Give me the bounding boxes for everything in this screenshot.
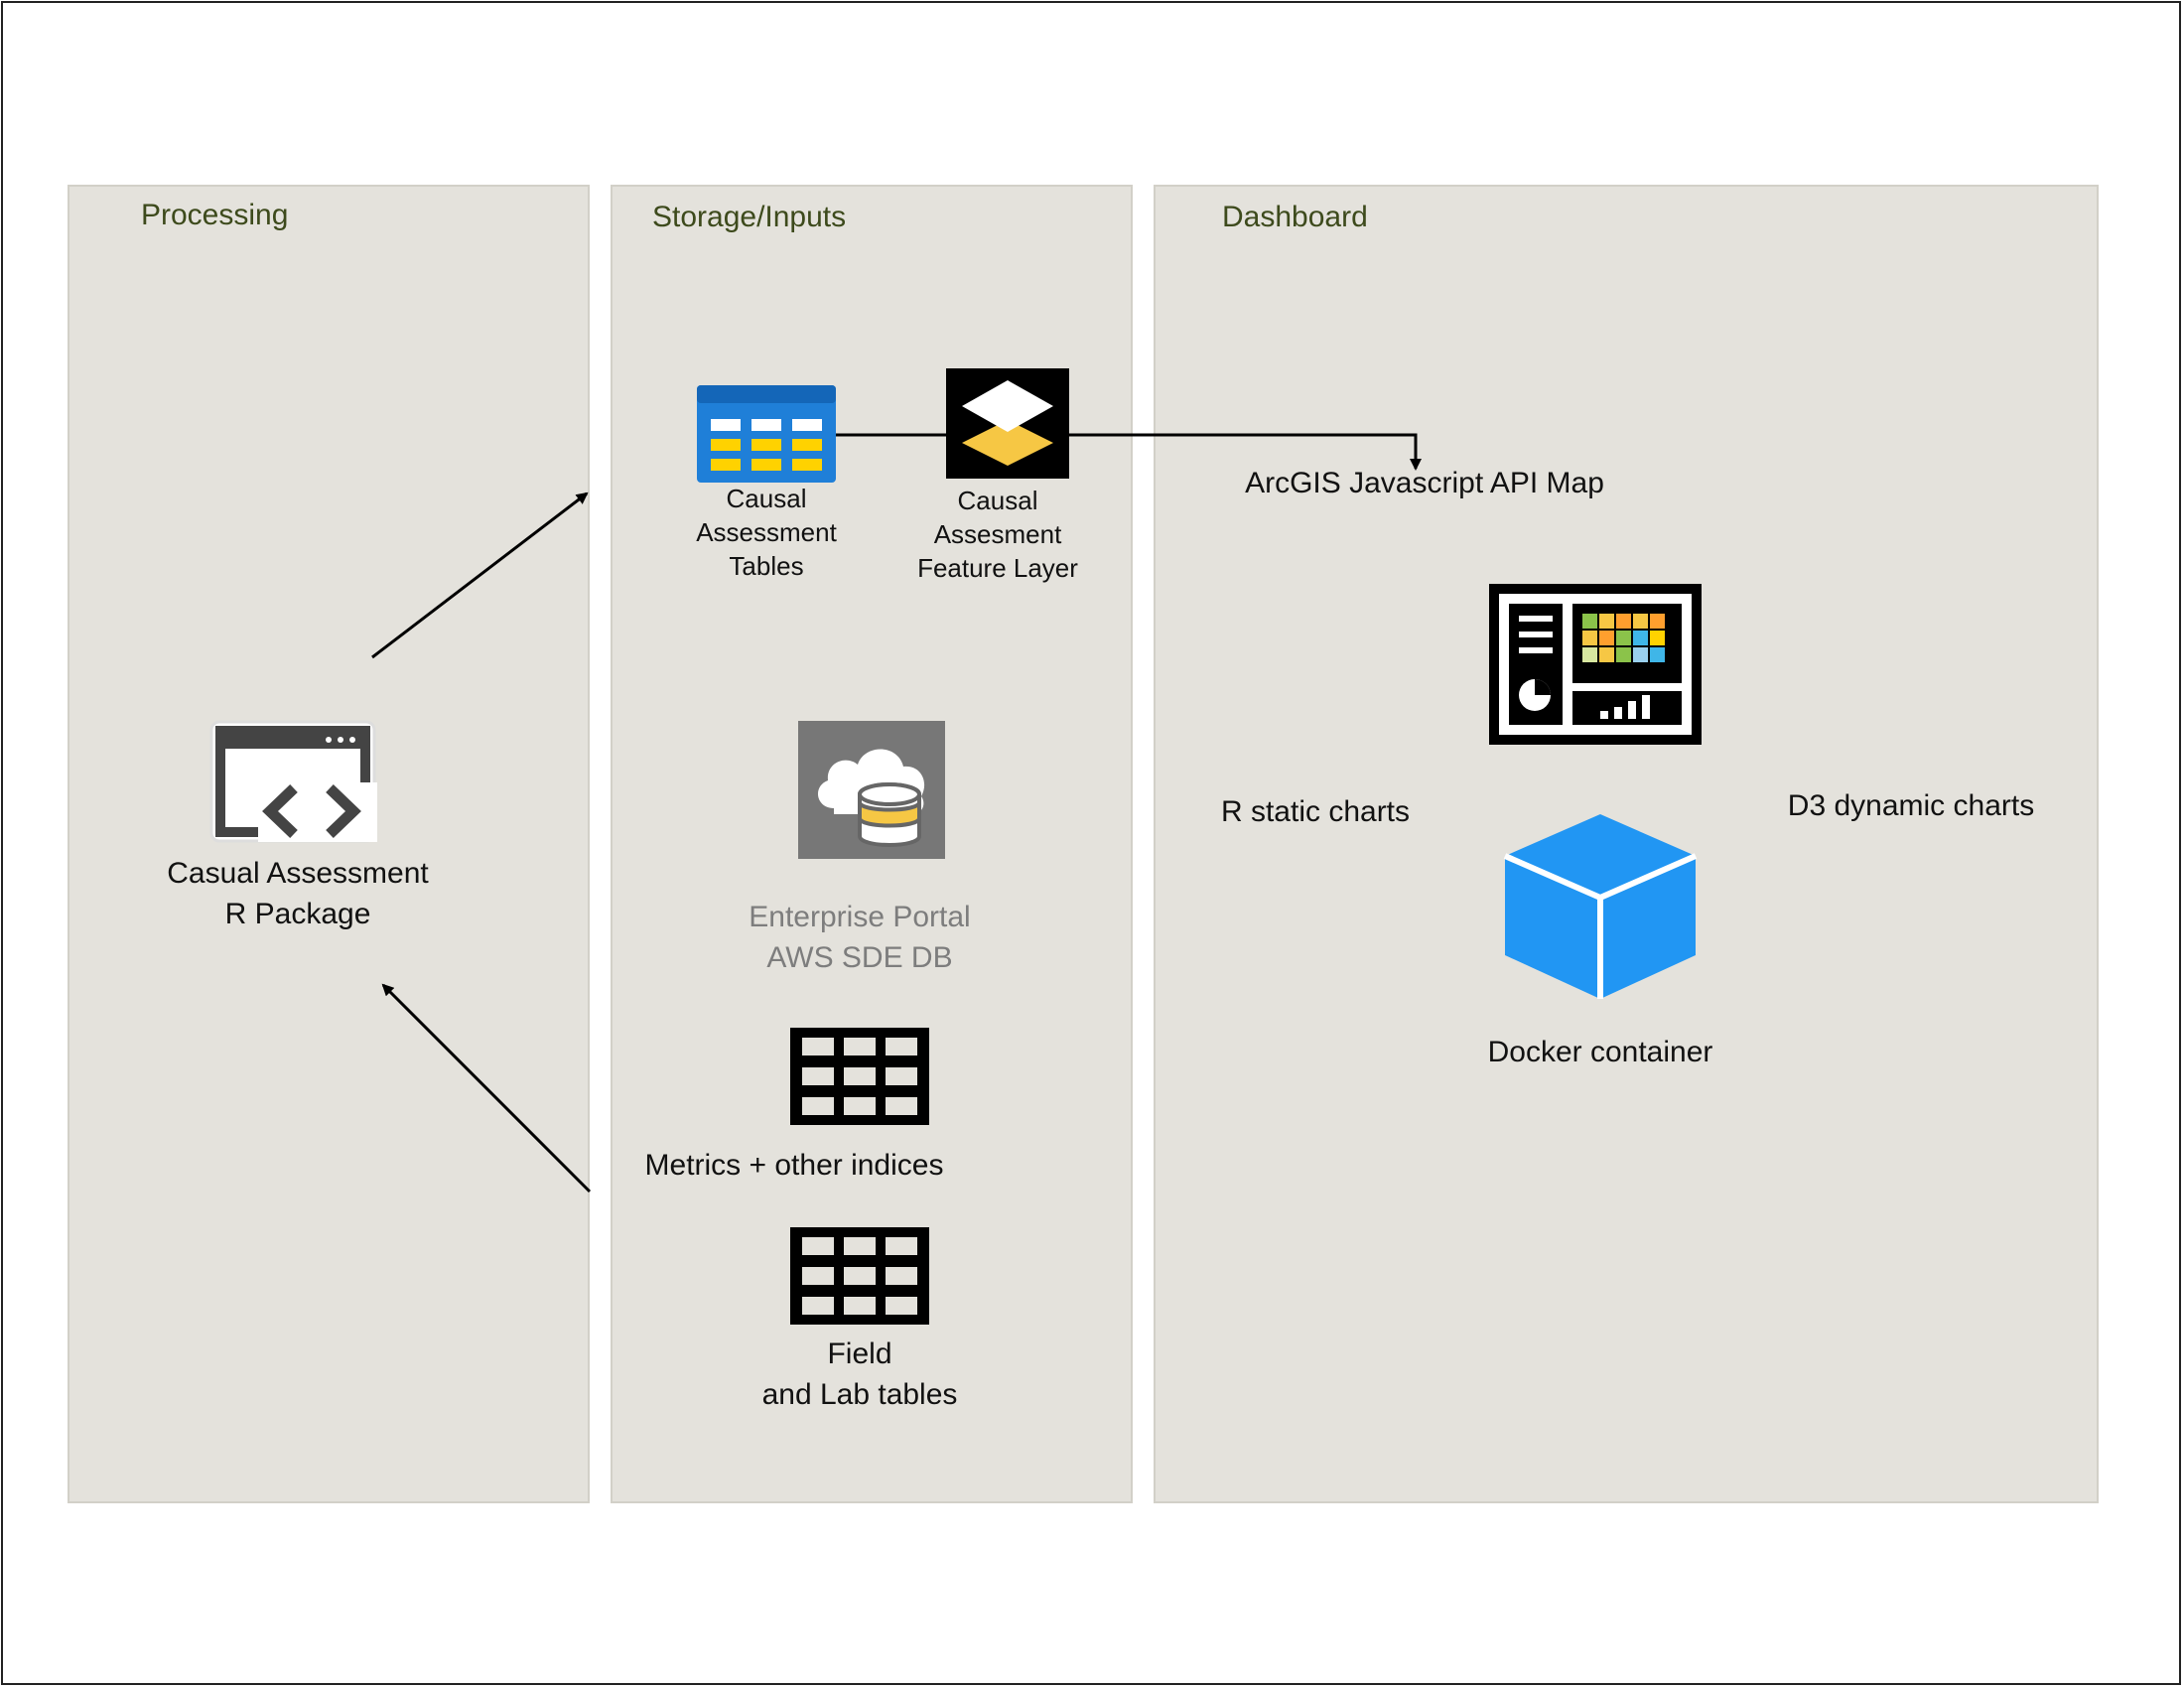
processing-title: Processing bbox=[141, 199, 289, 231]
storage-title: Storage/Inputs bbox=[652, 201, 847, 233]
field-lab-label: Field and Lab tables bbox=[761, 1337, 958, 1411]
table-icon bbox=[697, 385, 836, 483]
arrow-package-to-storage bbox=[371, 492, 589, 659]
enterprise-label: Enterprise Portal AWS SDE DB bbox=[749, 901, 971, 974]
metrics-grid-icon bbox=[790, 1028, 929, 1125]
feature-layer-label: Causal Assesment Feature Layer bbox=[917, 486, 1078, 583]
r-package-label: Casual Assessment R Package bbox=[167, 857, 429, 930]
metrics-label: Metrics + other indices bbox=[644, 1149, 944, 1182]
processing-panel bbox=[68, 185, 590, 1503]
field-lab-grid-icon bbox=[790, 1227, 929, 1325]
cube-icon bbox=[1503, 812, 1698, 1001]
d3-dynamic-charts-label: D3 dynamic charts bbox=[1787, 789, 2035, 822]
code-window-icon bbox=[208, 719, 387, 850]
cloud-database-icon bbox=[798, 721, 945, 859]
arrow-layer-to-map bbox=[1068, 433, 1422, 471]
arrow-inputs-to-package bbox=[381, 983, 592, 1194]
r-static-charts-label: R static charts bbox=[1220, 795, 1411, 828]
tables-label: Causal Assessment Tables bbox=[696, 484, 837, 581]
dashboard-icon bbox=[1489, 584, 1702, 745]
layers-icon bbox=[946, 368, 1069, 479]
docker-label: Docker container bbox=[1487, 1036, 1713, 1068]
dashboard-title: Dashboard bbox=[1222, 201, 1368, 233]
arcgis-map-label: ArcGIS Javascript API Map bbox=[1245, 467, 1604, 499]
